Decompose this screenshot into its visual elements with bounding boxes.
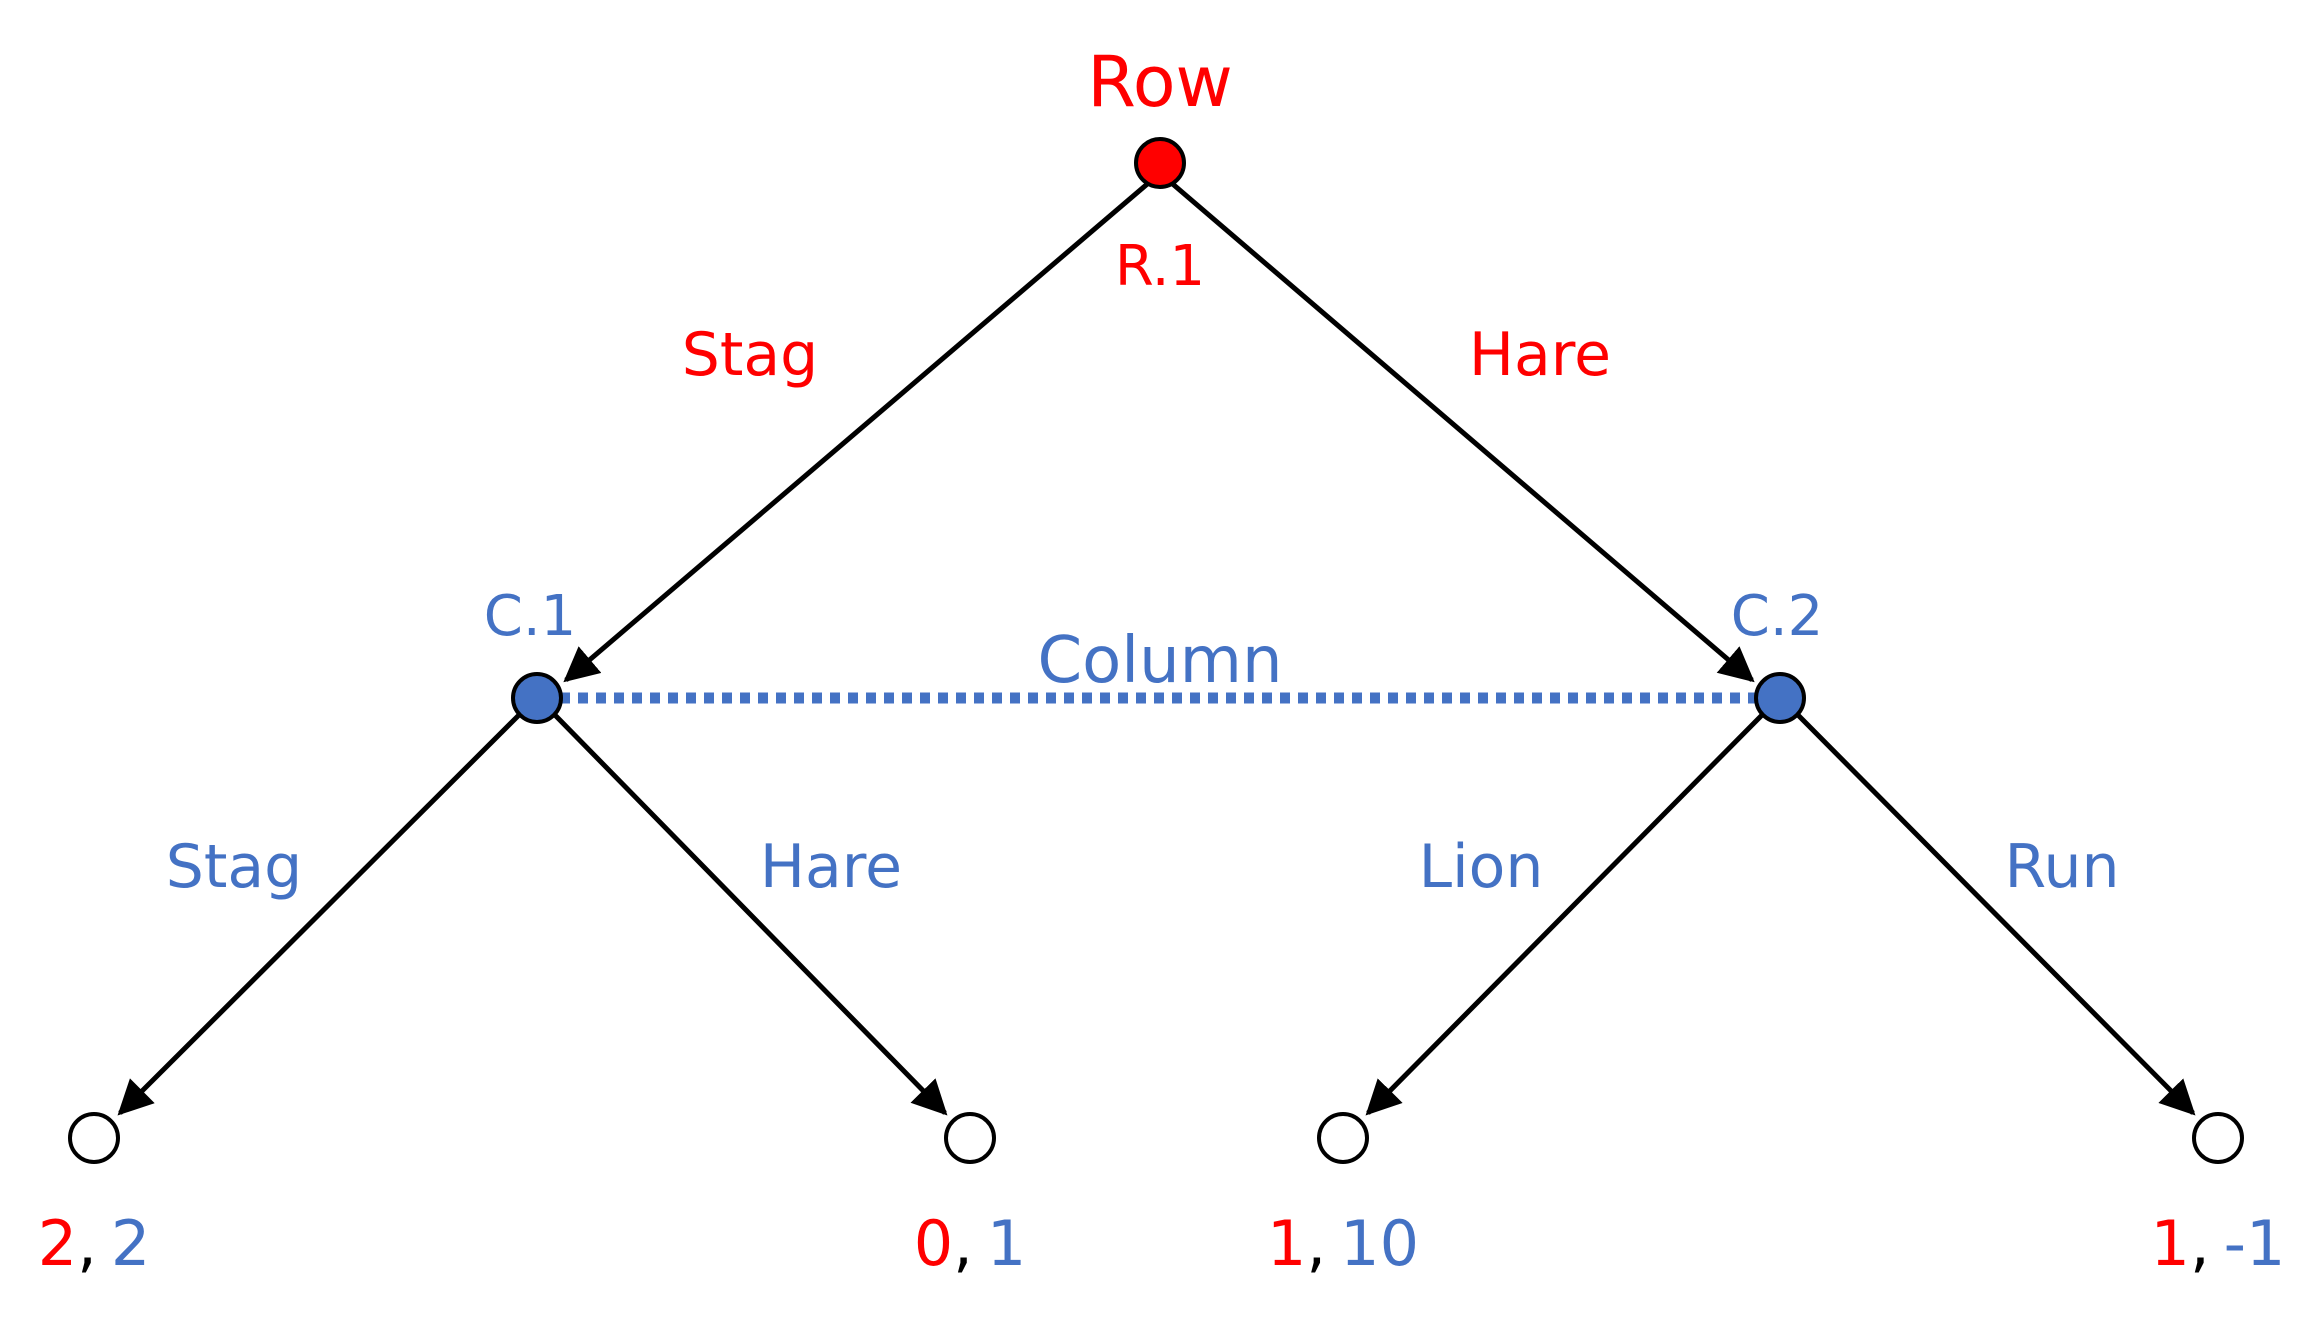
payoff-1-sep: , — [77, 1207, 97, 1280]
c2-node-label: C.2 — [1731, 584, 1824, 649]
payoff-1: 2,2 — [38, 1207, 151, 1280]
payoff-4-sep: , — [2190, 1207, 2210, 1280]
edge-row-hare — [1166, 178, 1755, 683]
payoff-2: 0,1 — [914, 1207, 1027, 1280]
c2-action-lion-label: Lion — [1419, 832, 1544, 902]
c2-node — [1754, 672, 1806, 724]
edge-c1-stag — [117, 710, 524, 1116]
payoff-3-row: 1 — [1267, 1207, 1306, 1280]
payoff-1-col: 2 — [111, 1207, 150, 1280]
payoff-1-row: 2 — [38, 1207, 77, 1280]
payoff-4-row: 1 — [2151, 1207, 2190, 1280]
row-player-label: Row — [1087, 41, 1233, 123]
payoff-3-sep: , — [1306, 1207, 1326, 1280]
root-node — [1134, 137, 1186, 189]
root-node-label: R.1 — [1115, 234, 1205, 299]
edge-c1-hare — [550, 710, 948, 1116]
c1-action-stag-label: Stag — [166, 832, 302, 902]
c1-node — [511, 672, 563, 724]
c1-action-hare-label: Hare — [760, 832, 902, 902]
payoff-4: 1,-1 — [2151, 1207, 2286, 1280]
row-action-hare-label: Hare — [1469, 320, 1611, 390]
edge-row-stag — [563, 178, 1154, 683]
payoff-3-col: 10 — [1340, 1207, 1419, 1280]
edge-c2-run — [1793, 710, 2196, 1116]
c2-action-run-label: Run — [2004, 832, 2119, 902]
row-action-stag-label: Stag — [682, 320, 818, 390]
payoff-2-col: 1 — [987, 1207, 1026, 1280]
column-player-label: Column — [1037, 624, 1282, 698]
terminal-node-1 — [68, 1112, 120, 1164]
payoff-4-col: -1 — [2224, 1207, 2286, 1280]
terminal-node-4 — [2192, 1112, 2244, 1164]
c1-node-label: C.1 — [484, 584, 577, 649]
terminal-node-2 — [944, 1112, 996, 1164]
payoff-2-sep: , — [953, 1207, 973, 1280]
payoff-3: 1,10 — [1267, 1207, 1419, 1280]
terminal-node-3 — [1317, 1112, 1369, 1164]
payoff-2-row: 0 — [914, 1207, 953, 1280]
edge-c2-lion — [1365, 710, 1767, 1116]
